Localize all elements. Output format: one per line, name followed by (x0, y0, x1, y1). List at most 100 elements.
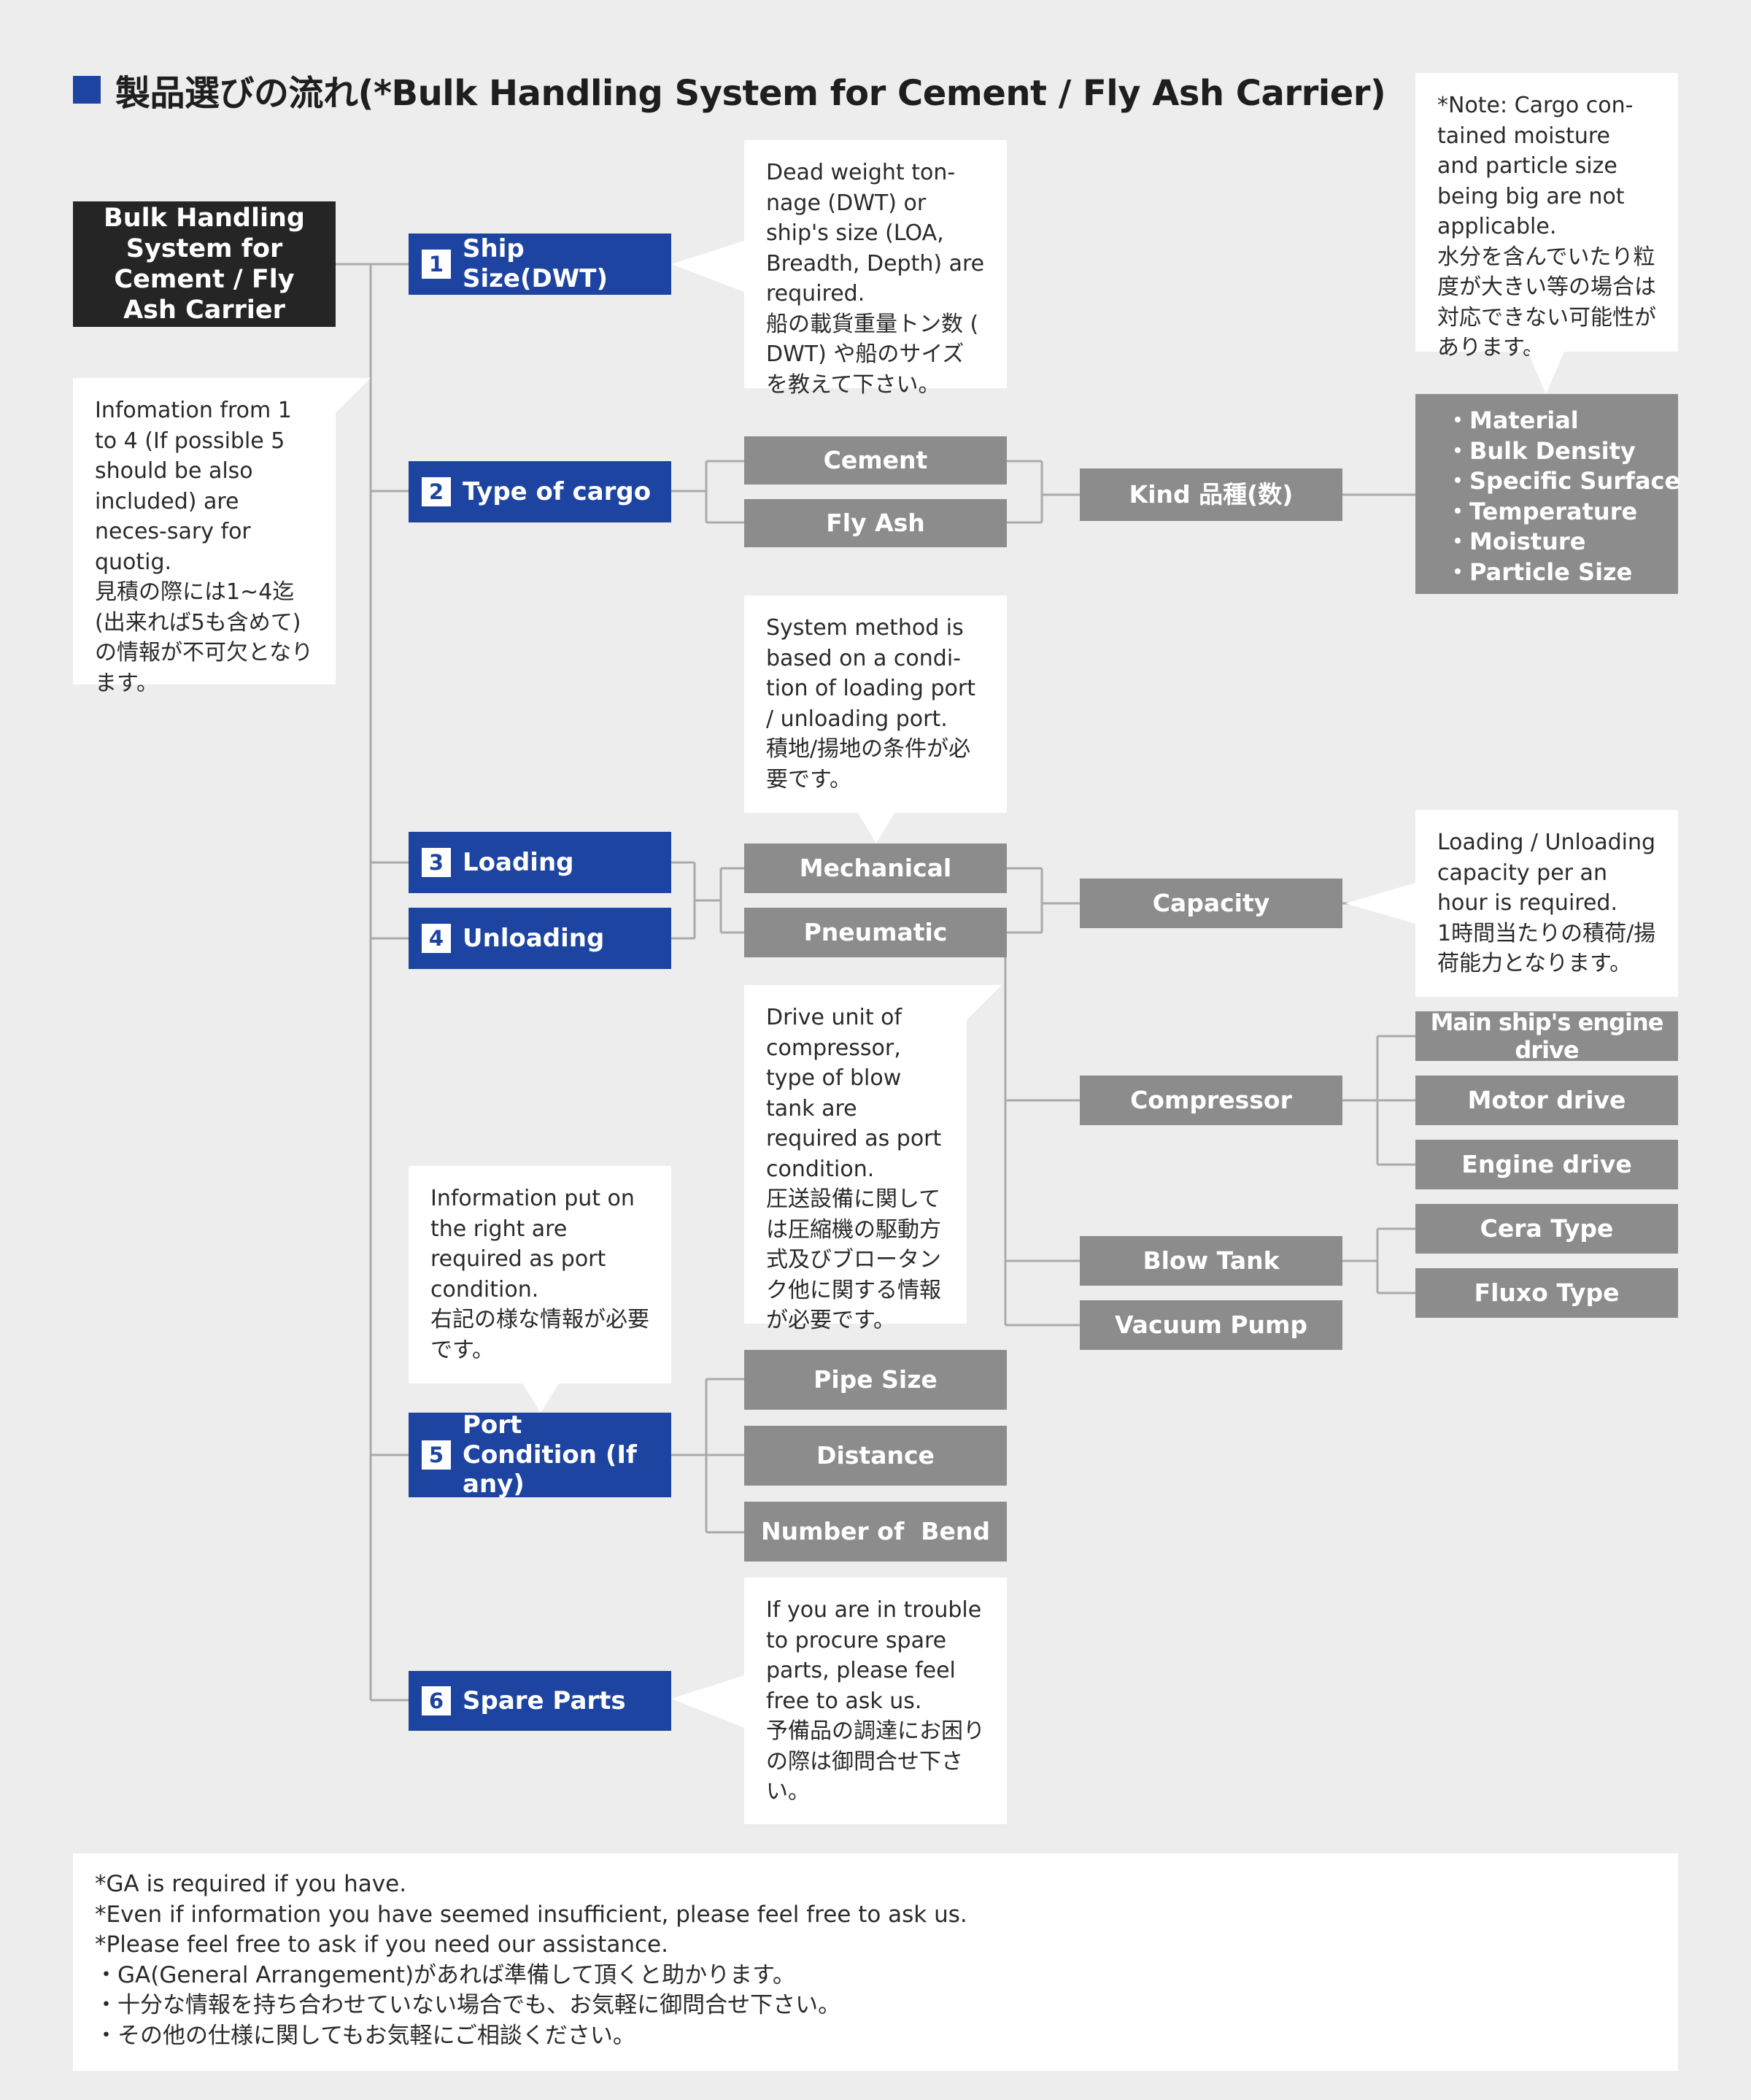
property-item: ・Particle Size (1446, 557, 1633, 586)
step-label: Unloading (463, 923, 605, 953)
step-number-badge: 6 (422, 1686, 451, 1715)
pneumatic-item-label: Compressor (1130, 1086, 1292, 1115)
note-required-info: Infomation from 1 to 4 (If possible 5 sh… (73, 378, 336, 696)
footer-line: ・GA(General Arrangement)があれば準備して頂くと助かります… (95, 1961, 796, 1988)
note-ja: 船の載貨重量トン数 ( DWT) や船のサイズを教えて下さい。 (766, 311, 979, 398)
step-label: Loading (463, 847, 574, 877)
method-label: Pneumatic (803, 918, 948, 947)
method-mechanical: Mechanical (744, 844, 1007, 893)
note-pointer (1345, 883, 1415, 924)
drive-label: Motor drive (1467, 1086, 1626, 1115)
note-ship-size: Dead weight ton-nage (DWT) or ship's siz… (744, 140, 1007, 398)
note-en: *Note: Cargo con-tained moisture and par… (1437, 93, 1634, 239)
blow-tank-type-label: Fluxo Type (1474, 1278, 1620, 1308)
cargo-label: Fly Ash (826, 509, 925, 538)
drive-motor: Motor drive (1415, 1076, 1678, 1125)
drive-label: Main ship's engine drive (1430, 1008, 1664, 1064)
note-pointer (671, 241, 744, 292)
note-en: Infomation from 1 to 4 (If possible 5 sh… (95, 398, 292, 575)
kind-box: Kind 品種(数) (1080, 468, 1342, 521)
cargo-fly-ash: Fly Ash (744, 499, 1007, 547)
blow-tank-fluxo: Fluxo Type (1415, 1268, 1678, 1318)
blow-tank-cera: Cera Type (1415, 1204, 1678, 1254)
drive-engine: Engine drive (1415, 1140, 1678, 1189)
kind-label: Kind 品種(数) (1129, 480, 1294, 509)
note-system-method: System method is based on a condi-tion o… (744, 595, 1007, 813)
property-item: ・Material (1446, 406, 1579, 434)
cargo-cement: Cement (744, 436, 1007, 485)
port-item-label: Pipe Size (813, 1365, 938, 1394)
step-label: Ship Size(DWT) (463, 234, 608, 293)
note-pointer (1528, 352, 1564, 394)
capacity-label: Capacity (1152, 889, 1270, 918)
property-item: ・Bulk Density (1446, 436, 1636, 465)
note-en: Loading / Unloading capacity per an hour… (1437, 830, 1656, 916)
port-item-label: Number of Bend (761, 1517, 990, 1546)
footer-line: *Please feel free to ask if you need our… (95, 1931, 668, 1958)
port-item-label: Distance (816, 1441, 935, 1470)
step-number-badge: 4 (422, 924, 451, 953)
method-label: Mechanical (799, 854, 952, 883)
note-cargo-condition: *Note: Cargo con-tained moisture and par… (1415, 73, 1678, 360)
step-spare-parts: 6 Spare Parts (409, 1671, 671, 1731)
note-pointer (522, 1383, 559, 1413)
note-ja: 右記の様な情報が必要です。 (430, 1307, 649, 1363)
root-node-label: Bulk Handling System for Cement / Fly As… (104, 204, 305, 325)
step-unloading: 4 Unloading (409, 908, 671, 969)
port-distance: Distance (744, 1426, 1007, 1486)
title-square-icon (73, 76, 101, 104)
method-pneumatic: Pneumatic (744, 908, 1007, 957)
step-label: Spare Parts (463, 1686, 626, 1715)
note-ja: 圧送設備に関しては圧縮機の駆動方式及びブロータンク他に関する情報が必要です。 (766, 1186, 941, 1333)
note-ja: 水分を含んでいたり粒度が大きい等の場合は対応できない可能性があります。 (1437, 244, 1656, 361)
compressor-box: Compressor (1080, 1076, 1342, 1125)
port-pipe-size: Pipe Size (744, 1350, 1007, 1410)
step-label: Port Condition (If any) (463, 1410, 637, 1499)
step-number-badge: 2 (422, 477, 451, 506)
pneumatic-item-label: Blow Tank (1143, 1246, 1280, 1275)
note-en: System method is based on a condi-tion o… (766, 615, 975, 732)
step-loading: 3 Loading (409, 832, 671, 893)
note-spare-parts: If you are in trouble to procure spare p… (744, 1578, 1007, 1824)
footer-notes: *GA is required if you have. *Even if in… (73, 1853, 1678, 2071)
vacuum-pump-box: Vacuum Pump (1080, 1300, 1342, 1350)
root-node: Bulk Handling System for Cement / Fly As… (73, 201, 336, 327)
blow-tank-box: Blow Tank (1080, 1236, 1342, 1286)
page-title-text: 製品選びの流れ(*Bulk Handling System for Cement… (115, 73, 1386, 114)
step-number-badge: 1 (422, 250, 451, 279)
capacity-box: Capacity (1080, 879, 1342, 928)
port-number-of-bend: Number of Bend (744, 1502, 1007, 1562)
blow-tank-type-label: Cera Type (1480, 1214, 1614, 1243)
note-ja: 予備品の調達にお困りの際は御問合せ下さい。 (766, 1718, 985, 1804)
note-ja: 見積の際には1~4迄(出来れば5も含めて)の情報が不可欠となります。 (95, 579, 314, 696)
property-item: ・Specific Surface (1446, 467, 1681, 495)
note-pointer (671, 1675, 744, 1728)
kind-properties-list: ・Material ・Bulk Density ・Specific Surfac… (1415, 394, 1681, 594)
note-pointer (967, 985, 1002, 1020)
note-capacity: Loading / Unloading capacity per an hour… (1415, 810, 1678, 997)
footer-line: ・十分な情報を持ち合わせていない場合でも、お気軽に御問合せ下さい。 (95, 1992, 841, 2018)
drive-label: Engine drive (1461, 1150, 1632, 1179)
step-label: Type of cargo (463, 476, 652, 506)
footer-line: *Even if information you have seemed ins… (95, 1901, 967, 1928)
note-ja: 積地/揚地の条件が必要です。 (766, 736, 971, 792)
property-item: ・Temperature (1446, 497, 1638, 525)
note-en: Information put on the right are require… (430, 1186, 635, 1302)
note-en: If you are in trouble to procure spare p… (766, 1597, 982, 1714)
note-pointer (858, 813, 894, 844)
step-number-badge: 5 (422, 1440, 451, 1470)
note-pointer (336, 378, 371, 413)
drive-main-engine: Main ship's engine drive (1415, 1008, 1678, 1064)
note-drive-unit: Drive unit of compressor, type of blow t… (744, 985, 967, 1333)
step-ship-size: 1 Ship Size(DWT) (409, 233, 671, 295)
note-en: Dead weight ton-nage (DWT) or ship's siz… (766, 160, 985, 306)
note-en: Drive unit of compressor, type of blow t… (766, 1005, 942, 1182)
pneumatic-item-label: Vacuum Pump (1114, 1310, 1308, 1340)
cargo-label: Cement (823, 446, 928, 475)
footer-line: ・その他の仕様に関してもお気軽にご相談ください。 (95, 2022, 635, 2049)
step-number-badge: 3 (422, 848, 451, 877)
footer-line: *GA is required if you have. (95, 1871, 407, 1897)
property-item: ・Moisture (1446, 528, 1586, 555)
page-title: 製品選びの流れ(*Bulk Handling System for Cement… (73, 64, 1386, 115)
